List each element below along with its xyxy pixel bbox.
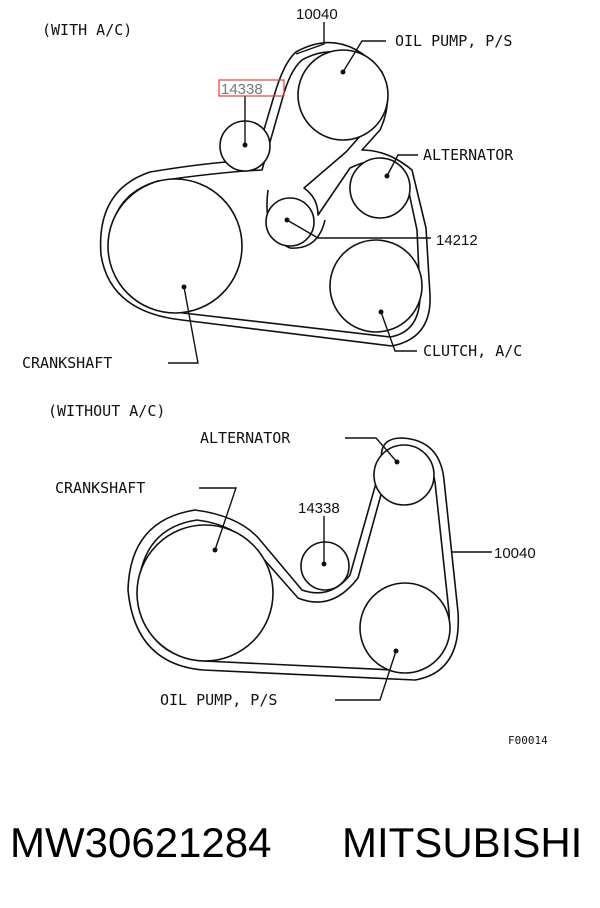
oil-pump-leader-b [335, 650, 397, 701]
idler-part-number[interactable]: 14338 [221, 81, 263, 98]
with-ac-heading: (WITH A/C) [42, 21, 132, 39]
oil-pump-leader [342, 40, 386, 73]
crankshaft-leader-b [199, 487, 237, 551]
alternator-pulley [349, 157, 411, 219]
alternator-label: ALTERNATOR [423, 146, 514, 164]
clutch-leader [380, 311, 417, 352]
crankshaft-pulley-b [136, 524, 274, 662]
brand-caption: MITSUBISHI [342, 819, 582, 866]
ac-clutch-label: CLUTCH, A/C [423, 342, 522, 360]
figure-code: F00014 [508, 734, 548, 747]
caption: MW30621284 MITSUBISHI [10, 819, 582, 866]
without-ac-heading: (WITHOUT A/C) [48, 402, 165, 420]
crankshaft-pulley [107, 178, 243, 314]
crankshaft-label: CRANKSHAFT [22, 354, 112, 372]
alternator-leader-b [345, 437, 398, 463]
belt-leader [295, 22, 325, 55]
oil-pump-pulley [297, 49, 389, 141]
oil-pump-pulley-b [359, 582, 451, 674]
oil-pump-label-b: OIL PUMP, P/S [160, 691, 277, 709]
with-ac-diagram: (WITH A/C) 10040 OIL PUMP, P/S 14338 AL [22, 6, 522, 372]
crankshaft-label-b: CRANKSHAFT [55, 479, 145, 497]
belt-part-number-b: 10040 [494, 545, 536, 562]
crankshaft-leader [168, 286, 199, 364]
alternator-pulley-b [373, 444, 435, 506]
ac-clutch-pulley [329, 239, 423, 333]
alternator-label-b: ALTERNATOR [200, 429, 291, 447]
without-ac-diagram: (WITHOUT A/C) ALTERNATOR CRANKSHAFT 1433… [48, 402, 548, 747]
tensioner-part-number: 14212 [436, 232, 478, 249]
oil-pump-label: OIL PUMP, P/S [395, 32, 512, 50]
drive-belt-outer-b [127, 437, 460, 681]
idler-part-highlight[interactable] [218, 79, 285, 97]
idler-part-number-b: 14338 [298, 500, 340, 517]
belt-part-number: 10040 [296, 6, 338, 23]
tensioner-leader [286, 219, 431, 239]
alternator-leader [386, 154, 418, 177]
part-number-caption: MW30621284 [10, 819, 272, 866]
